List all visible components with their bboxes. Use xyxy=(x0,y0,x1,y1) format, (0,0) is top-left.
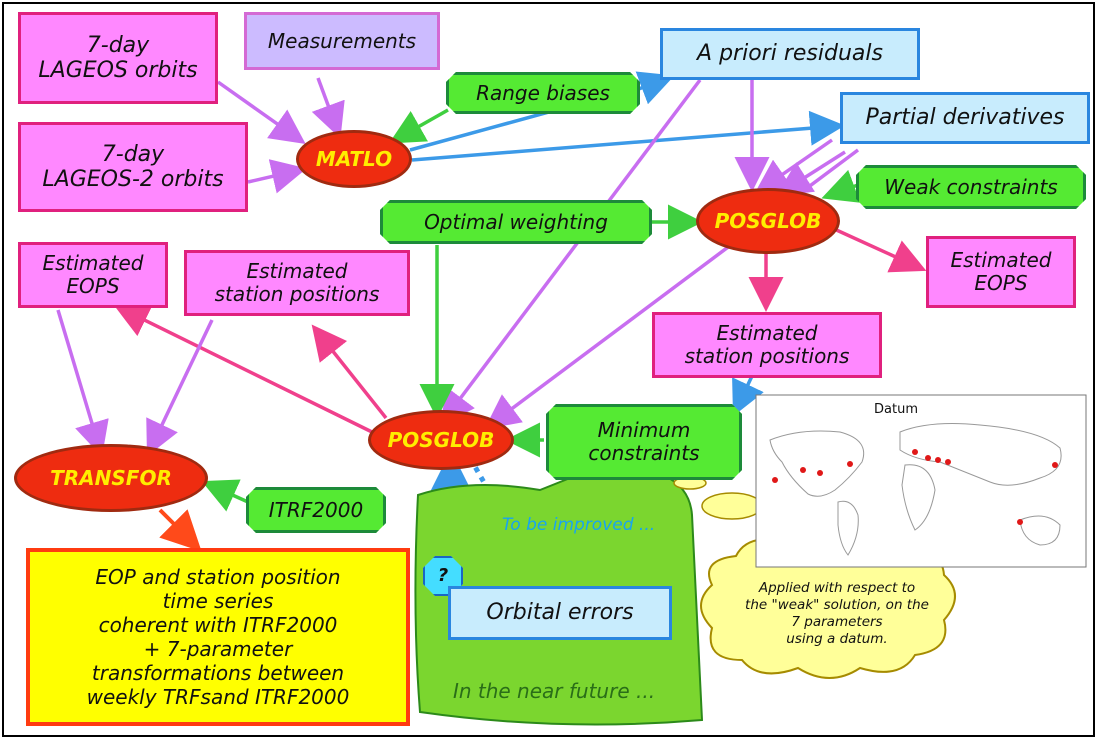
box-estimated-eops-right: Estimated EOPS xyxy=(926,236,1076,308)
arrow-posglob-to-eops-right xyxy=(831,226,927,273)
oval-posglob-bottom: POSGLOB xyxy=(368,410,514,470)
label-in-the-near-future: In the near future ... xyxy=(452,678,656,703)
question-mark-octagon: ? xyxy=(423,556,463,596)
arrow-stations-mid-to-minimum xyxy=(732,375,764,417)
arrow-posglob-bottom-to-eops-left xyxy=(113,304,373,434)
box-estimated-station-positions-top: Estimated station positions xyxy=(184,250,410,316)
arrow-measurements-to-matlo xyxy=(311,77,345,139)
box-result-time-series: EOP and station position time series coh… xyxy=(26,548,410,726)
datum-map-title: Datum xyxy=(874,401,918,417)
cloud-note-text: Applied with respect to the "weak" solut… xyxy=(745,580,929,647)
box-partial-derivatives: Partial derivatives xyxy=(840,92,1090,144)
box-7day-lageos2-orbits: 7-day LAGEOS-2 orbits xyxy=(18,122,248,212)
box-a-priori-residuals: A priori residuals xyxy=(660,28,920,80)
box-estimated-station-positions-mid: Estimated station positions xyxy=(652,312,882,378)
arrow-itrf-to-transfor xyxy=(201,479,249,512)
arrow-transfor-to-result xyxy=(158,508,202,552)
arrow-rangebiases-to-apriori xyxy=(635,71,675,105)
arrow-eops-left-to-transfor xyxy=(56,309,109,457)
box-optimal-weighting: Optimal weighting xyxy=(380,200,652,244)
box-estimated-eops-left: Estimated EOPS xyxy=(18,242,168,308)
box-orbital-errors: Orbital errors xyxy=(448,586,672,640)
box-weak-constraints: Weak constraints xyxy=(856,165,1086,209)
oval-posglob-top: POSGLOB xyxy=(696,188,840,254)
box-range-biases: Range biases xyxy=(446,72,640,114)
label-to-be-improved: To be improved ... xyxy=(502,515,656,536)
station-markers xyxy=(772,449,1058,525)
box-measurements: Measurements xyxy=(244,12,440,70)
arrow-apriori-to-posglob-bottom xyxy=(439,78,702,426)
arrow-matlo-to-apriori xyxy=(409,108,557,152)
arrow-stations-top-to-transfor xyxy=(146,319,214,457)
arrow-posglob-bottom-to-stations-top xyxy=(311,324,388,420)
box-7day-lageos-orbits: 7-day LAGEOS orbits xyxy=(18,12,218,104)
datum-map-panel xyxy=(755,394,1087,568)
oval-transfor: TRANSFOR xyxy=(14,444,208,512)
arrow-matlo-to-partials xyxy=(411,110,845,162)
box-minimum-constraints: Minimum constraints xyxy=(546,404,742,480)
arrow-lageos-to-matlo xyxy=(216,80,306,145)
thought-bubble-medium xyxy=(701,492,763,520)
arrow-rangebiases-to-matlo xyxy=(388,108,449,144)
arrow-lageos2-to-matlo xyxy=(247,159,307,194)
box-itrf2000: ITRF2000 xyxy=(246,487,386,533)
oval-matlo: MATLO xyxy=(296,130,412,188)
arrow-partials-to-posglob-2 xyxy=(776,150,846,196)
